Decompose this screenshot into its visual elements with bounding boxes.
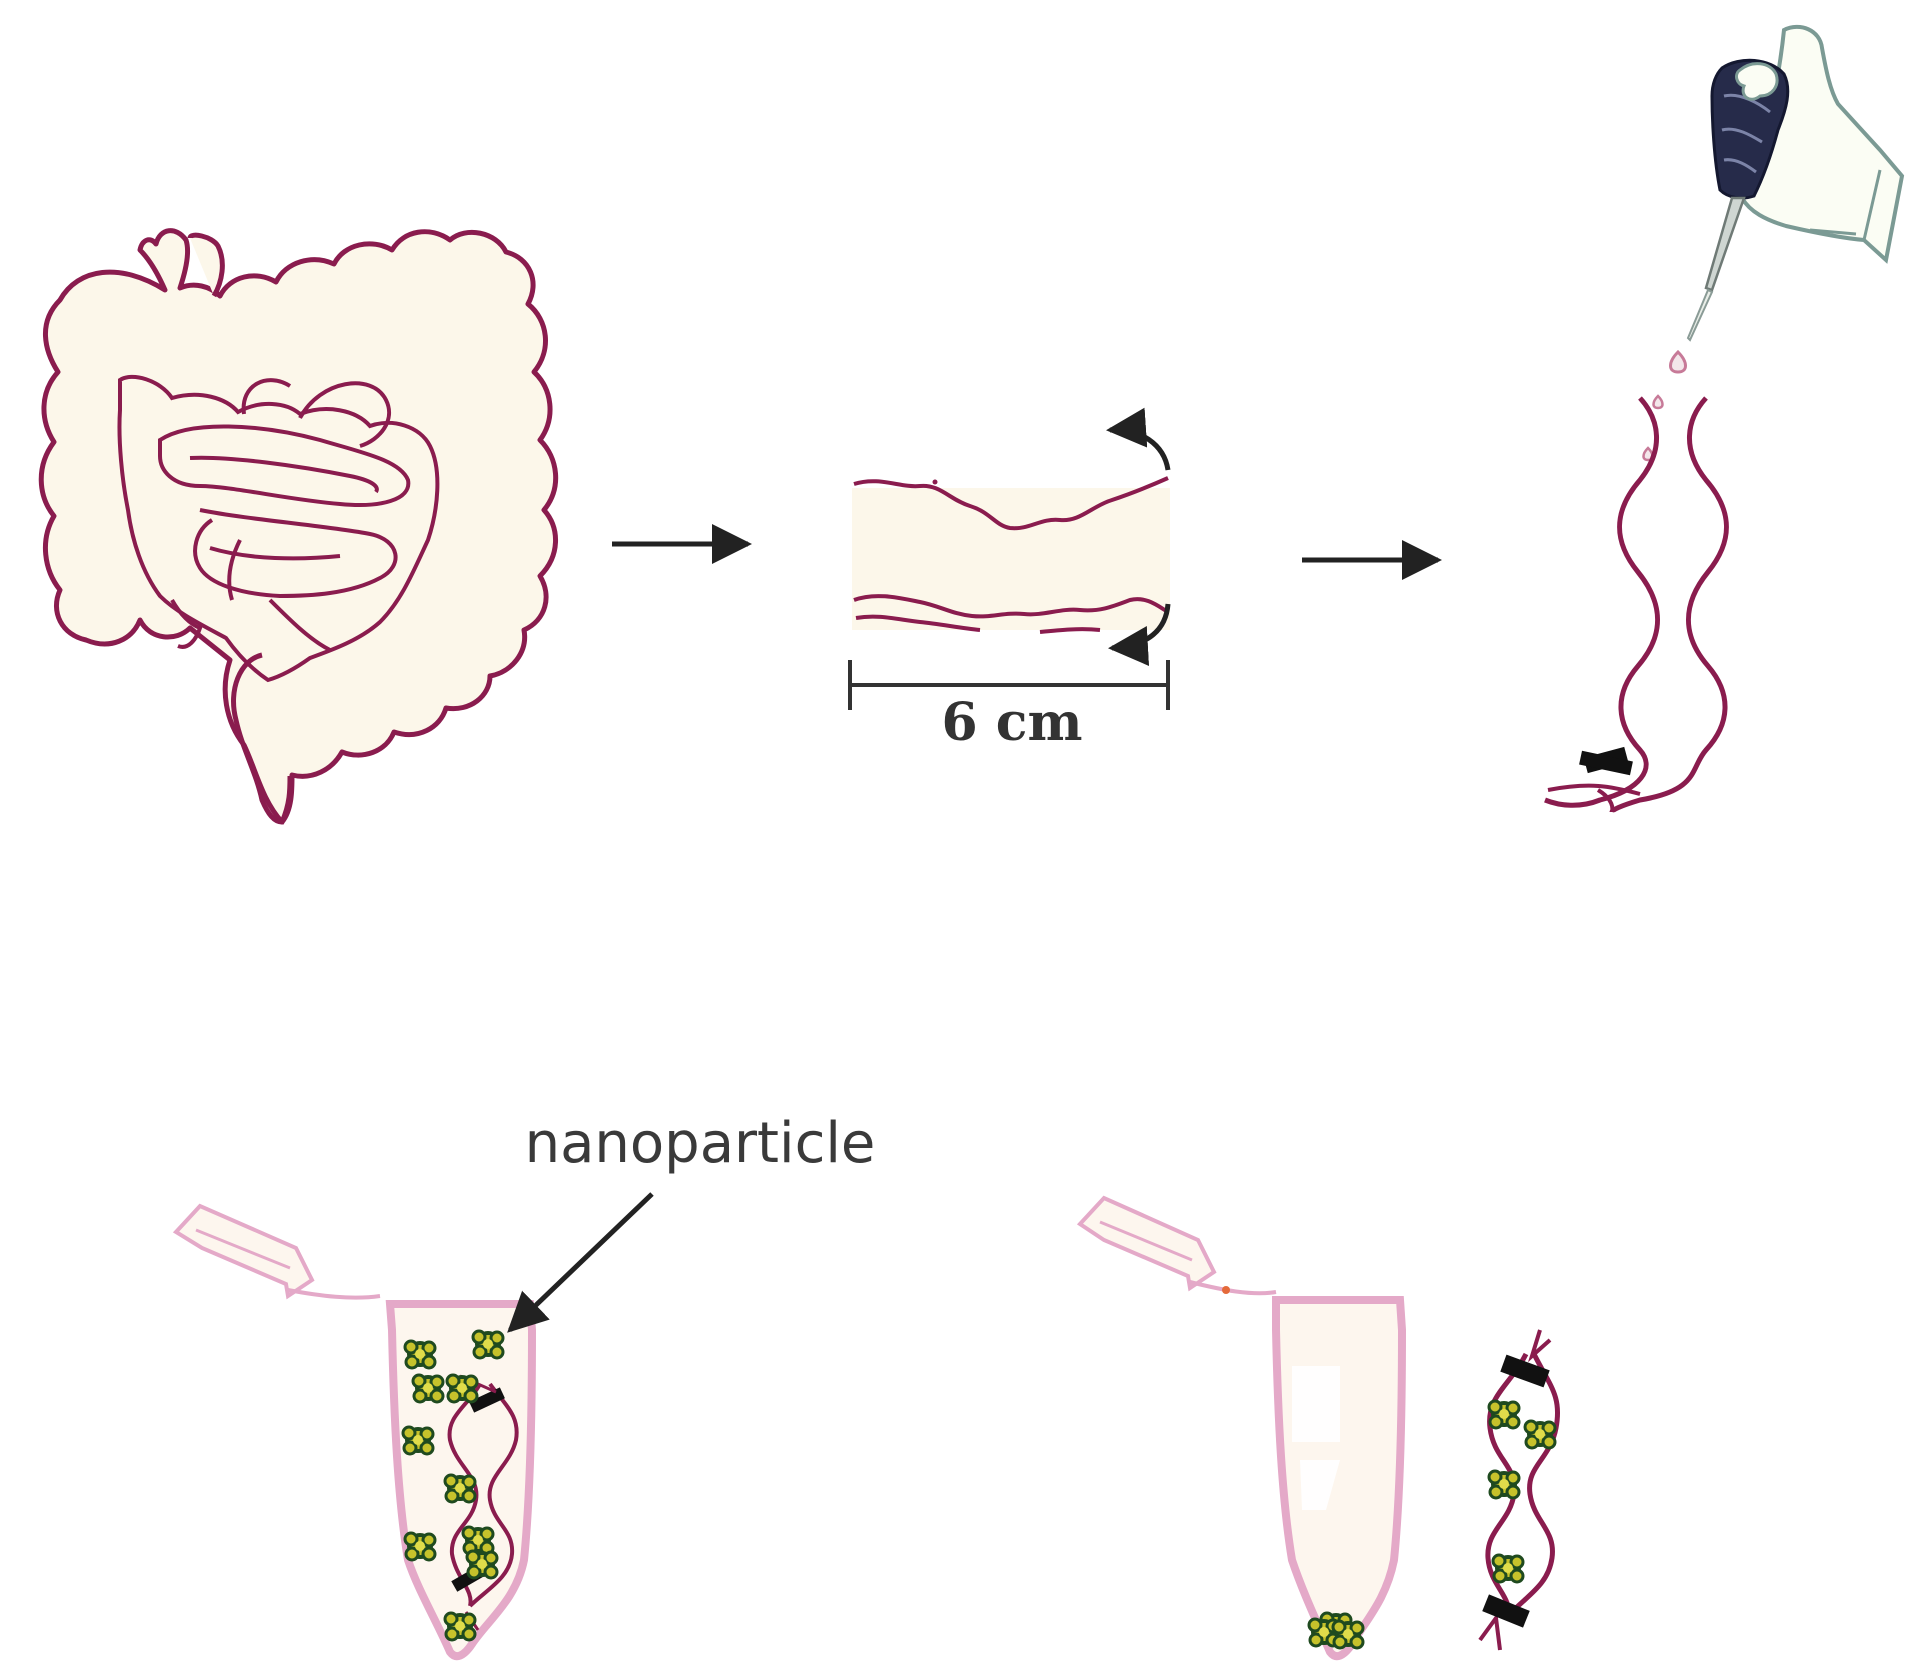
pipette-grip-fingers (1735, 62, 1779, 101)
loop-2-tie-bottom (1482, 1594, 1530, 1628)
droplet-1 (1669, 349, 1687, 374)
droplet-2 (1652, 394, 1664, 410)
loop-2-right-wall (1506, 1352, 1561, 1618)
nanoparticle-icon (471, 1329, 505, 1360)
rectum (231, 652, 293, 825)
microcentrifuge-tube-icon (172, 1203, 537, 1661)
scale-bar (848, 660, 1170, 710)
nanoparticle-icon (461, 1525, 495, 1556)
segment-top-wall (853, 476, 1169, 531)
segment-length-label: 6 cm (942, 692, 1083, 753)
small-intestine-coil-4 (209, 539, 341, 652)
nanoparticle-icon (1487, 1469, 1521, 1500)
loop-right-wall (1609, 396, 1729, 814)
nanoparticle-icon (1523, 1419, 1557, 1450)
nanoparticle-label: nanoparticle (525, 1111, 876, 1176)
colon-fold-left (170, 598, 203, 649)
small-intestine-coil-1 (158, 424, 411, 507)
ligated-loop-icon (1544, 396, 1729, 814)
small-intestine-coil-2 (189, 455, 379, 494)
pipette-icon (1642, 24, 1905, 462)
nanoparticle-pointer-arrow (507, 1192, 654, 1333)
small-intestine-coil-3 (193, 508, 398, 599)
nanoparticle-icon (443, 1611, 477, 1642)
appendix (187, 232, 225, 298)
segment-bottom-wall (853, 594, 1170, 619)
tube-2-hinge (1189, 1280, 1277, 1296)
nanoparticle-icon (465, 1549, 499, 1580)
intestine-segment-icon: 6 cm (848, 407, 1171, 753)
tube-1-loop (447, 1382, 519, 1608)
pipette-shaft (1704, 196, 1746, 292)
segment-bottom-wall-2 (855, 614, 1101, 634)
tube-1-hinge (287, 1288, 381, 1300)
droplet-3 (1642, 446, 1654, 462)
loop-left-wall (1544, 396, 1660, 808)
tube-2-body (1272, 1296, 1407, 1661)
nanoparticle-pellet (1331, 1619, 1365, 1650)
small-intestine-coil-5 (241, 378, 392, 448)
pipette-tip (1686, 288, 1714, 342)
segment-body (852, 488, 1170, 630)
rotate-arrow-top (1106, 407, 1171, 471)
nanoparticle-icon (403, 1339, 437, 1370)
rotate-arrow-bottom (1108, 603, 1171, 666)
nanoparticle-icon (411, 1373, 445, 1404)
nanoparticle-icon (443, 1473, 477, 1504)
ligated-loop-icon (1478, 1329, 1561, 1651)
intestine-icon (38, 228, 559, 825)
nanoparticle-icon (401, 1425, 435, 1456)
nanoparticle-icon (403, 1531, 437, 1562)
loop-2-tie-top (1500, 1354, 1550, 1388)
nanoparticle-icon (1491, 1553, 1525, 1584)
tube-2-highlight (1292, 1366, 1340, 1510)
nanoparticle-icon (1487, 1399, 1521, 1430)
microcentrifuge-tube-icon (1076, 1195, 1407, 1661)
nanoparticle-icon (445, 1373, 479, 1404)
